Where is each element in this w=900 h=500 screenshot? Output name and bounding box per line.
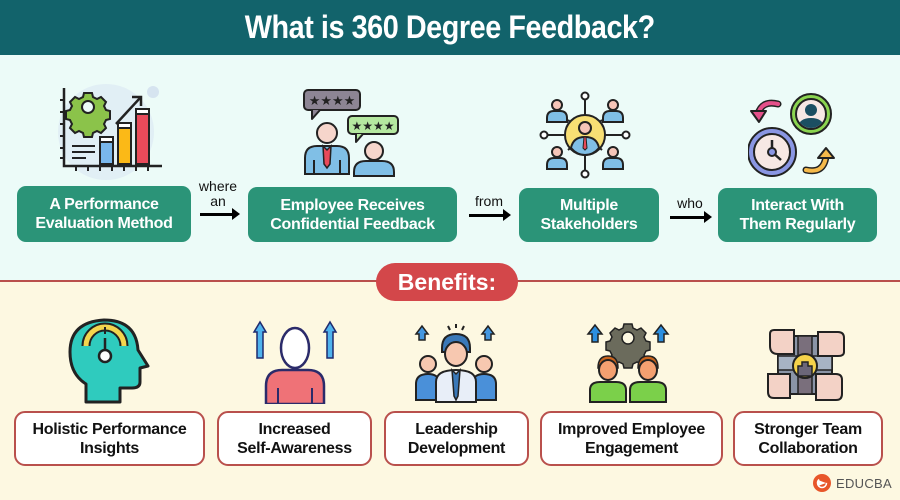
arrow-right-icon bbox=[469, 209, 511, 221]
logo-text: EDUCBA bbox=[836, 475, 892, 491]
performance-chart-icon bbox=[50, 80, 165, 180]
educba-logo-icon bbox=[813, 474, 831, 492]
stakeholders-network-icon bbox=[538, 90, 633, 180]
educba-logo: EDUCBA bbox=[812, 473, 892, 493]
engaged-team-gear-icon bbox=[586, 322, 670, 404]
connector-where-an: where an bbox=[198, 178, 238, 209]
arrow-right-icon bbox=[670, 211, 712, 223]
benefits-heading: Benefits: bbox=[376, 263, 518, 301]
svg-text:★★★★: ★★★★ bbox=[351, 119, 394, 133]
regular-interaction-icon bbox=[747, 92, 838, 180]
connector-from: from bbox=[475, 193, 503, 209]
arrow-right-icon bbox=[200, 208, 240, 220]
leader-team-icon bbox=[414, 322, 498, 404]
page-title: What is 360 Degree Feedback? bbox=[245, 9, 655, 45]
connector-who: who bbox=[677, 195, 703, 211]
hands-together-icon bbox=[764, 326, 846, 404]
header-banner: What is 360 Degree Feedback? bbox=[0, 0, 900, 55]
person-growth-icon bbox=[252, 320, 338, 406]
feedback-rating-icon: ★★★★ ★★★★ bbox=[300, 88, 405, 180]
head-gauge-icon bbox=[64, 314, 154, 406]
svg-text:★★★★: ★★★★ bbox=[309, 94, 356, 109]
